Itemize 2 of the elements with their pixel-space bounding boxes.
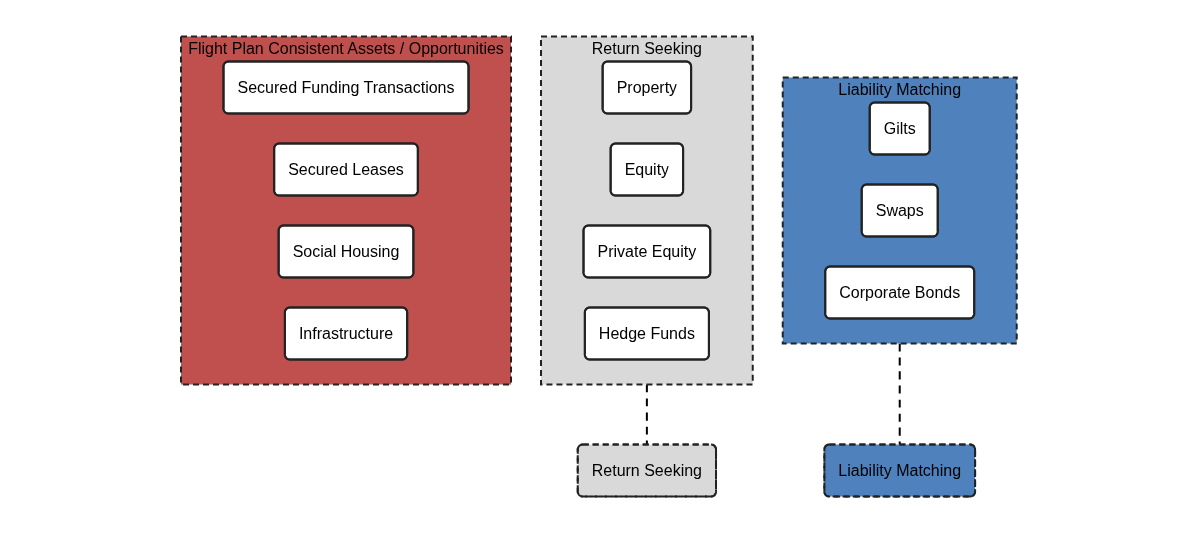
connector [898,342,901,446]
connector [646,383,648,446]
